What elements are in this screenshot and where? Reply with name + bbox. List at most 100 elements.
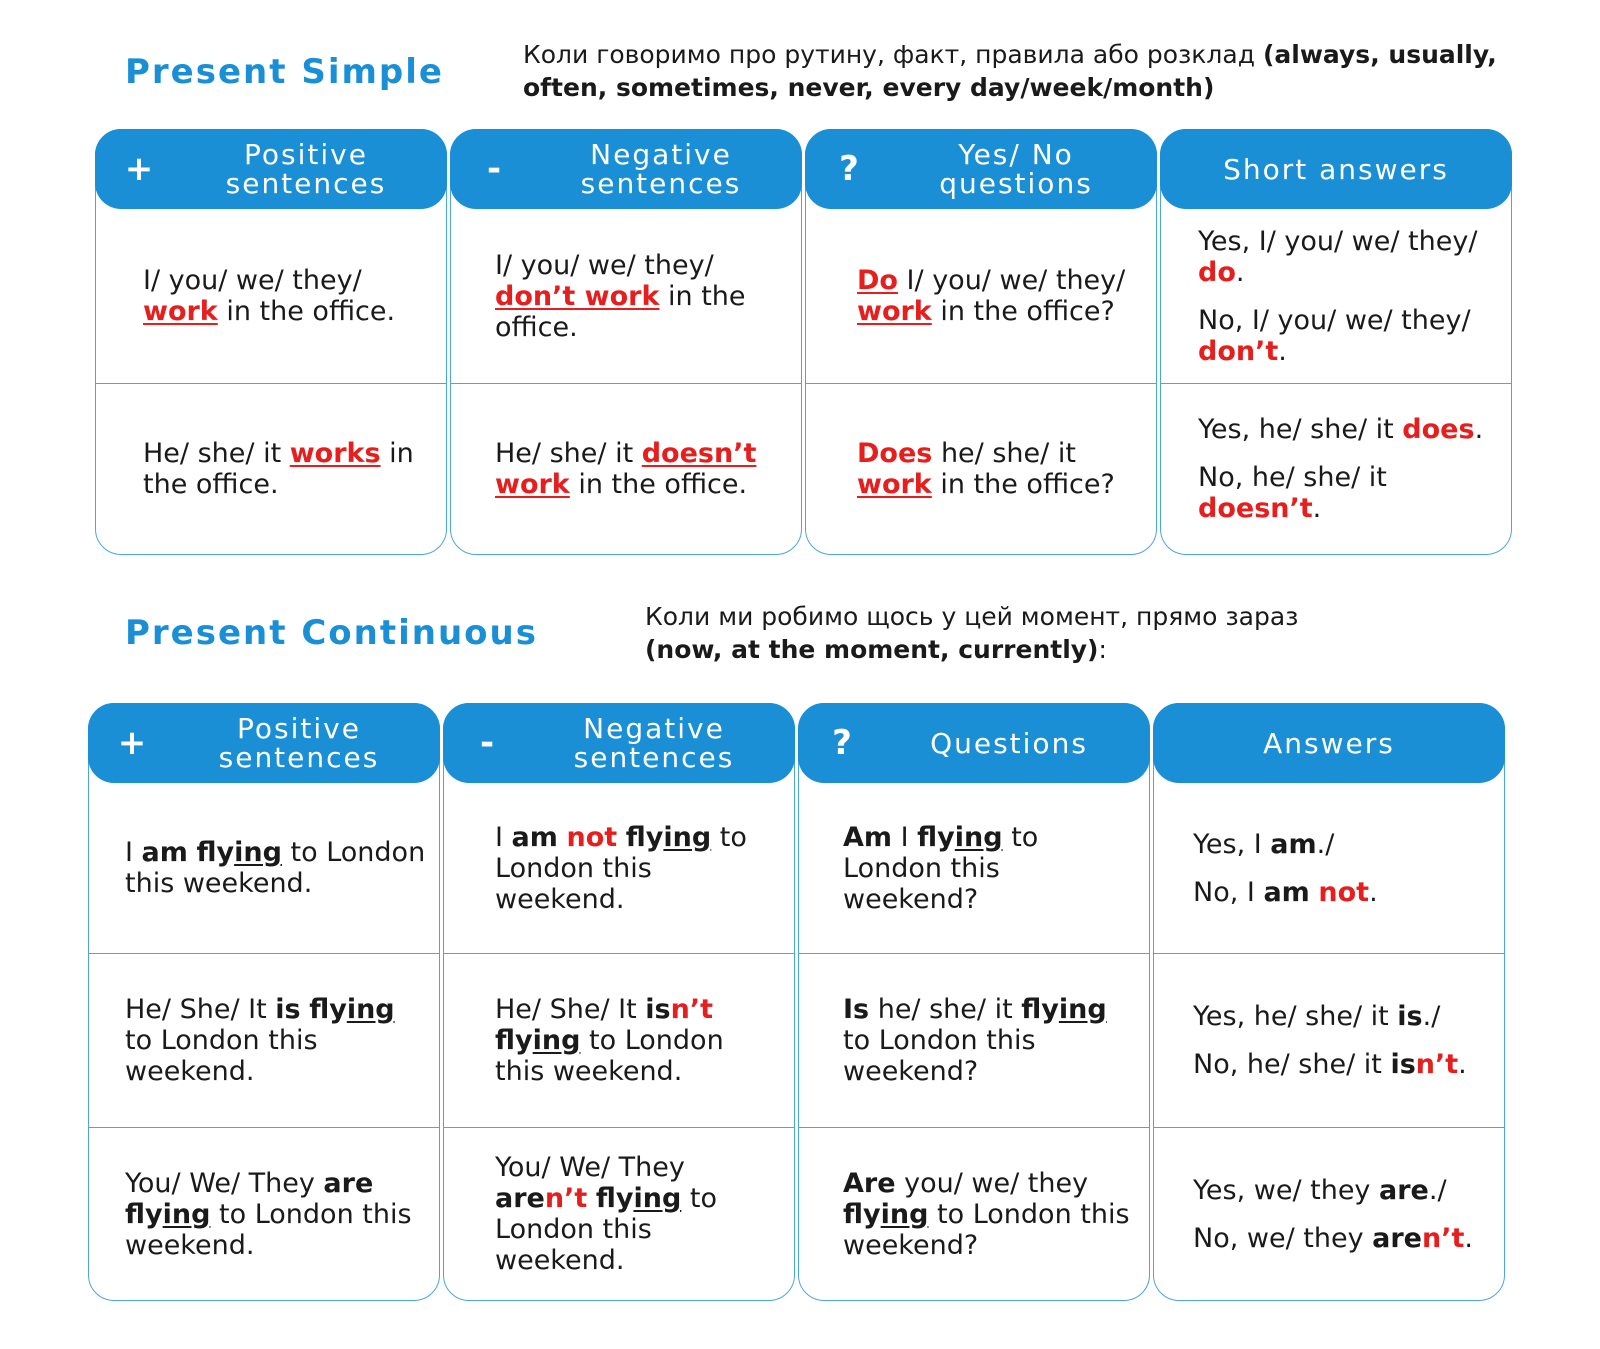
column-header-label: Negative sentences	[580, 138, 742, 200]
highlight-text: Do	[857, 265, 898, 296]
sentence-text: I/ you/ we/ they/	[897, 265, 1134, 296]
highlight-text: n’t	[1415, 1048, 1459, 1080]
sentence-text: in the office?	[931, 469, 1115, 500]
highlight-text: not	[566, 821, 618, 853]
bold-text: fly	[309, 993, 347, 1025]
table-cell-answers: Yes, he/ she/ it is./No, he/ she/ it isn…	[1193, 953, 1491, 1127]
answer-yes: Yes, I/ you/ we/ they/ do.	[1198, 226, 1498, 288]
column-header-answers: Short answers	[1160, 129, 1512, 209]
sentence-text: Yes, he/ she/ it	[1198, 414, 1403, 445]
highlight-text: works	[289, 438, 381, 469]
sentence-text: I	[495, 821, 512, 853]
table-cell-positive: You/ We/ They are flying to London this …	[125, 1127, 426, 1301]
sentence-text: in the office.	[569, 469, 748, 500]
highlight-text: do	[1198, 256, 1236, 288]
bold-text: is	[1397, 1000, 1423, 1032]
table-cell-negative: He/ She/ It isn’t flying to London this …	[495, 953, 781, 1127]
bold-text: Are	[843, 1167, 896, 1199]
table-cell-negative: You/ We/ They aren’t flying to London th…	[495, 1127, 781, 1301]
highlight-text: n’t	[670, 993, 713, 1025]
column-header-positive: +Positive sentences	[88, 703, 440, 783]
sentence-text: to London this weekend.	[125, 837, 434, 899]
highlight-text: doesn’t	[1198, 493, 1313, 524]
answer-no: No, I am not.	[1193, 877, 1491, 908]
sentence-text: in the office.	[143, 438, 423, 500]
highlight-text: not	[1318, 876, 1370, 908]
row-divider	[805, 383, 1157, 384]
question-icon: ?	[832, 723, 854, 763]
sentence-text: to London this weekend?	[843, 1198, 1139, 1261]
bold-text: ing	[234, 837, 282, 868]
row-divider	[1153, 953, 1505, 954]
sentence-text: I/ you/ we/ they/	[495, 249, 723, 281]
bold-text: fly	[595, 1183, 634, 1214]
bold-text: Is	[843, 993, 870, 1025]
highlight-text: work	[857, 296, 932, 327]
bold-text: fly	[843, 1198, 881, 1230]
table-cell-answers: Yes, I am./No, I am not.	[1193, 783, 1491, 953]
sentence-text: Yes, I/ you/ we/ they/	[1198, 225, 1487, 257]
row-divider	[798, 1127, 1150, 1128]
row-divider	[450, 383, 802, 384]
sentence-text: .	[1474, 414, 1484, 445]
present-continuous-description: Коли ми робимо щось у цей момент, прямо …	[645, 600, 1545, 666]
sentence-text: in the office.	[495, 280, 755, 343]
table-cell-question: Does he/ she/ it work in the office?	[857, 383, 1143, 555]
bold-text: fly	[125, 1198, 163, 1230]
present-simple-title: Present Simple	[125, 52, 444, 92]
bold-text: fly	[917, 821, 955, 853]
answer-no: No, we/ they aren’t.	[1193, 1223, 1491, 1254]
row-divider	[88, 1127, 440, 1128]
table-cell-negative: He/ she/ it doesn’t work in the office.	[495, 383, 788, 555]
bold-text: am	[511, 821, 558, 853]
sentence-text: to London this weekend?	[843, 993, 1116, 1087]
column-header-label: Yes/ No questions	[939, 138, 1093, 200]
bold-text: are	[1372, 1222, 1422, 1254]
plus-icon: +	[124, 149, 156, 189]
bold-text: fly	[1021, 993, 1059, 1025]
highlight-text: work	[143, 296, 218, 327]
answer-yes: Yes, we/ they are./	[1193, 1175, 1491, 1206]
sentence-text: I/ you/ we/ they/	[143, 265, 371, 296]
sentence-text: .	[1235, 256, 1245, 288]
sentence-text	[301, 994, 310, 1025]
sentence-text: ./	[1428, 1174, 1447, 1206]
column-card-answers	[1153, 703, 1505, 1301]
description-text: Коли ми робимо щось у цей момент, прямо …	[645, 602, 1299, 631]
description-text: Коли говоримо про рутину, факт, правила …	[523, 40, 1263, 69]
column-card-positive	[88, 703, 440, 1301]
row-divider	[798, 953, 1150, 954]
table-cell-answers: Yes, I/ you/ we/ they/ do. No, I/ you/ we…	[1198, 209, 1498, 383]
sentence-text: No, I/ you/ we/ they/	[1198, 304, 1480, 336]
answer-yes: Yes, he/ she/ it is./	[1193, 1001, 1491, 1032]
column-header-label: Answers	[1263, 726, 1395, 760]
table-cell-negative: I/ you/ we/ they/ don’t work in the offi…	[495, 209, 788, 383]
bold-text: am	[141, 837, 188, 868]
bold-text: ing	[633, 1183, 682, 1214]
highlight-text: don’t	[1198, 335, 1279, 367]
sentence-text: Yes, we/ they	[1193, 1174, 1379, 1206]
sentence-text	[617, 822, 626, 853]
bold-text: is	[1390, 1048, 1416, 1080]
column-header-answers: Answers	[1153, 703, 1505, 783]
sentence-text: He/ she/ it	[495, 438, 642, 469]
sentence-text: No, he/ she/ it	[1193, 1048, 1391, 1080]
highlight-text: work	[495, 469, 570, 500]
highlight-text: Does	[857, 438, 933, 469]
table-cell-question: Are you/ we/ they flying to London this …	[843, 1127, 1136, 1301]
highlight-text: don’t work	[495, 280, 660, 312]
description-tail: :	[1098, 635, 1107, 664]
sentence-text: to London this weekend.	[125, 1198, 421, 1261]
sentence-text: You/ We/ They	[125, 1167, 324, 1199]
answer-no: No, he/ she/ it isn’t.	[1193, 1049, 1491, 1080]
sentence-text	[756, 438, 765, 469]
bold-text: are	[323, 1167, 374, 1199]
table-cell-answers: Yes, we/ they are./ No, we/ they aren’t.	[1193, 1127, 1491, 1301]
plus-icon: +	[117, 723, 149, 763]
sentence-text: .	[1312, 493, 1322, 524]
column-card-question	[798, 703, 1150, 1301]
sentence-text: to London this weekend.	[125, 993, 404, 1087]
sentence-text: ./	[1422, 1000, 1441, 1032]
sentence-text: in the office?	[931, 296, 1115, 327]
table-cell-positive: I/ you/ we/ they/ work in the office.	[143, 209, 433, 383]
